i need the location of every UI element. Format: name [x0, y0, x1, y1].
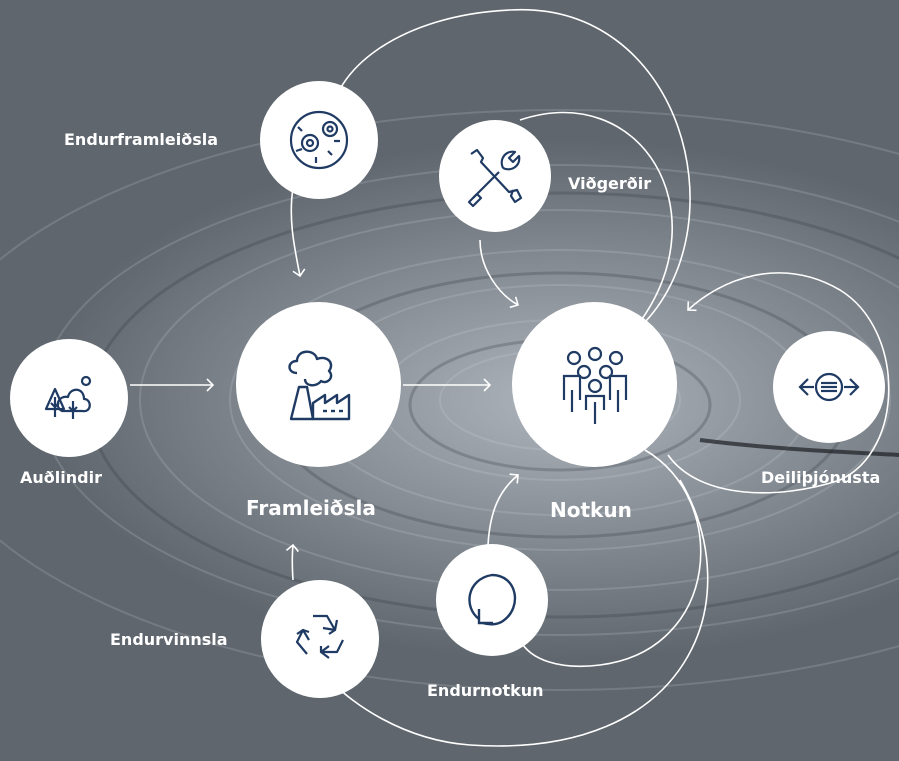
arrow-recycling-loop — [334, 479, 709, 747]
recycle-icon — [295, 614, 344, 659]
reuse-label: Endurnotkun — [427, 681, 544, 700]
production-node — [236, 302, 401, 467]
use-label: Notkun — [550, 498, 632, 522]
arrow-reuse-loop — [519, 449, 702, 668]
factory-icon — [287, 350, 350, 420]
reuse-node — [436, 544, 548, 656]
trees-icon — [44, 375, 92, 419]
repair-node — [439, 120, 551, 232]
sharing-label: Deiliþjónusta — [761, 468, 881, 487]
sharing-node — [773, 331, 885, 443]
arrow-reuse-to-use — [487, 473, 519, 546]
arrow-sharing-loop — [667, 272, 890, 494]
people-group-icon — [562, 346, 627, 424]
arrow-recycling-to-production — [285, 543, 299, 581]
arrow-remanufacturing-to-production — [290, 187, 306, 278]
remanufacturing-label: Endurframleiðsla — [64, 130, 218, 149]
recycling-node — [261, 580, 379, 698]
recycling-label: Endurvinnsla — [110, 630, 228, 649]
use-node — [512, 302, 677, 467]
arrow-repair-to-use — [479, 239, 519, 309]
remanufacturing-node — [260, 81, 378, 199]
arrow-remanufacturing-loop — [329, 9, 691, 323]
production-label: Framleiðsla — [246, 496, 376, 520]
resources-label: Auðlindir — [20, 468, 102, 487]
circular-arrow-icon — [468, 573, 517, 626]
resources-node — [10, 339, 128, 457]
arrow-repair-loop — [519, 111, 673, 323]
globe-gears-icon — [289, 110, 349, 170]
tools-icon — [467, 148, 523, 208]
exchange-arrows-icon — [798, 372, 860, 402]
repair-label: Viðgerðir — [568, 174, 652, 193]
